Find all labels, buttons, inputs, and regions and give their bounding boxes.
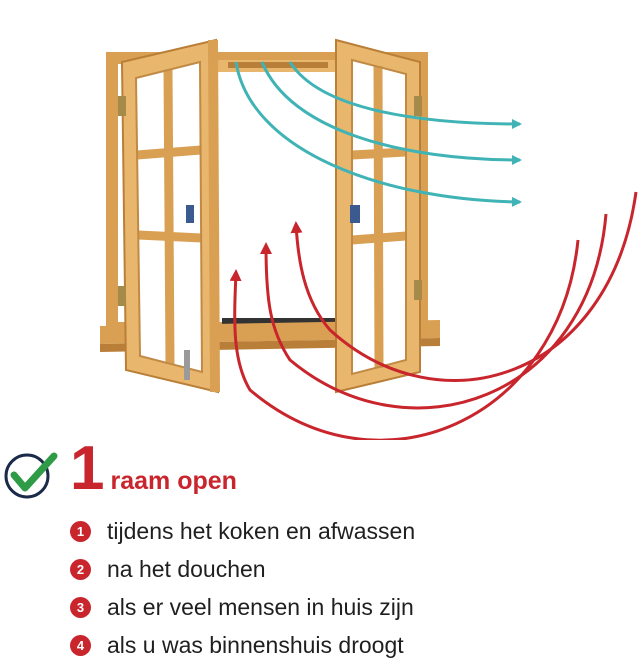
number-bullet: 2 xyxy=(70,558,91,580)
headline-number: 1 xyxy=(70,434,105,503)
fresh-air-arrows xyxy=(234,61,522,207)
open-window-illustration xyxy=(100,38,638,440)
reason-text: na het douchen xyxy=(107,555,266,582)
fresh-air-arrow xyxy=(260,61,522,165)
reason-text: tijdens het koken en afwassen xyxy=(107,517,416,544)
number-bullet: 4 xyxy=(70,634,91,656)
right-window-sash xyxy=(335,38,422,394)
list-item: 4 als u was binnenshuis droogt xyxy=(70,626,415,664)
reason-text: als u was binnenshuis droogt xyxy=(107,631,404,658)
reason-text: als er veel mensen in huis zijn xyxy=(107,593,414,620)
check-circle-icon xyxy=(4,452,58,499)
list-item: 3 als er veel mensen in huis zijn xyxy=(70,588,415,626)
left-window-sash xyxy=(118,38,220,394)
reasons-list: 1 tijdens het koken en afwassen 2 na het… xyxy=(70,512,415,664)
number-bullet: 1 xyxy=(70,520,91,542)
headline-label: raam open xyxy=(110,467,237,495)
list-item: 1 tijdens het koken en afwassen xyxy=(70,512,415,550)
headline: 1 raam open xyxy=(70,438,237,500)
stale-air-arrow xyxy=(260,213,608,410)
fresh-air-arrow xyxy=(288,61,522,129)
number-bullet: 3 xyxy=(70,596,91,618)
stale-air-arrow xyxy=(290,191,638,382)
stale-air-arrow xyxy=(229,239,580,440)
fresh-air-arrow xyxy=(234,61,522,207)
stale-air-arrows xyxy=(229,191,638,440)
list-item: 2 na het douchen xyxy=(70,550,415,588)
